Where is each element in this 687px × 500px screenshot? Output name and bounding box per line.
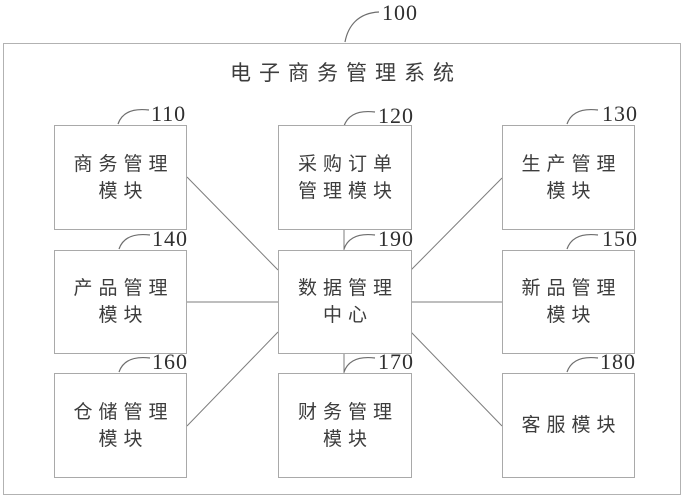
ref-label-150: 150 — [602, 226, 638, 251]
module-label-line: 模块 — [546, 305, 597, 326]
callout-arc-110 — [117, 108, 150, 125]
module-label-line: 生产管理 — [521, 153, 622, 175]
module-label-line: 模块 — [546, 180, 597, 202]
module-label-line: 采购订单 — [297, 153, 398, 175]
module-box-business-management: 商务管理 模块 — [54, 125, 187, 230]
callout-arc-100 — [344, 11, 380, 43]
callout-arc-140 — [118, 233, 151, 250]
module-label-line: 数据管理 — [297, 278, 398, 299]
edge-110-190 — [186, 176, 279, 271]
module-label-line: 模块 — [98, 305, 149, 326]
callout-arc-160 — [118, 356, 151, 373]
module-label-line: 模块 — [98, 180, 149, 202]
edge-160-190 — [186, 331, 279, 427]
module-box-new-product-management: 新品管理 模块 — [502, 250, 635, 354]
module-label-line: 模块 — [322, 428, 373, 450]
module-label-line: 仓储管理 — [73, 401, 174, 423]
ref-label-110: 110 — [151, 101, 187, 126]
callout-arc-180 — [566, 356, 599, 373]
ref-label-120: 120 — [378, 103, 414, 128]
system-title: 电子商务管理系统 — [230, 61, 462, 85]
ref-label-130: 130 — [602, 101, 638, 126]
module-box-customer-service: 客服模块 — [502, 373, 635, 478]
ref-label-100: 100 — [382, 0, 418, 25]
module-label-line: 财务管理 — [297, 401, 398, 423]
edge-180-190 — [410, 331, 503, 427]
ref-label-140: 140 — [152, 226, 188, 251]
ref-label-190: 190 — [378, 226, 414, 251]
callout-arc-120 — [343, 110, 376, 127]
module-label-line: 商务管理 — [73, 153, 174, 175]
system-boundary-box: 电子商务管理系统 — [3, 43, 681, 495]
module-box-financial-management: 财务管理 模块 — [278, 373, 412, 478]
module-label-line: 产品管理 — [73, 278, 174, 299]
module-box-purchase-order-management: 采购订单 管理模块 — [278, 125, 412, 230]
module-box-data-management-center: 数据管理 中心 — [278, 250, 412, 354]
callout-arc-130 — [566, 108, 599, 125]
edge-130-190 — [410, 177, 503, 271]
module-box-product-management: 产品管理 模块 — [54, 250, 187, 354]
callout-arc-150 — [566, 233, 599, 250]
module-label-line: 客服模块 — [521, 415, 622, 436]
module-box-production-management: 生产管理 模块 — [502, 125, 635, 230]
module-label-line: 管理模块 — [297, 180, 398, 202]
module-label-line: 中心 — [322, 305, 373, 326]
module-label-line: 模块 — [98, 428, 149, 450]
module-box-warehouse-management: 仓储管理 模块 — [54, 373, 187, 478]
callout-arc-170 — [343, 356, 376, 373]
callout-arc-190 — [343, 233, 376, 250]
module-label-line: 新品管理 — [521, 278, 622, 299]
